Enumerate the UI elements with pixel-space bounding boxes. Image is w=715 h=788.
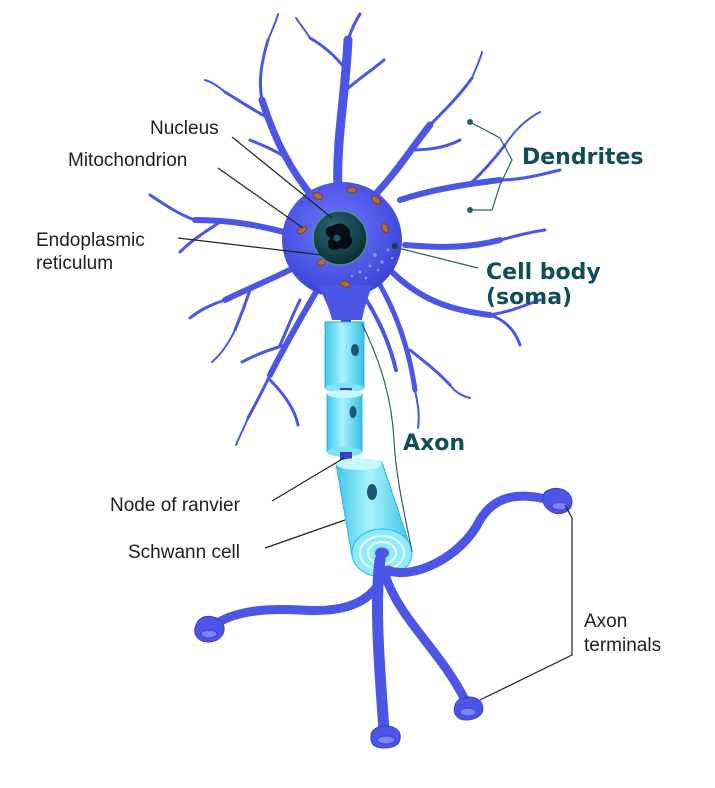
labels: Nucleus Mitochondrion Endoplasmic reticu… xyxy=(36,118,661,656)
label-soma: (soma) xyxy=(486,285,572,310)
endoplasmic-reticulum xyxy=(350,248,394,280)
label-axon-terminals-line1: Axon xyxy=(584,611,627,632)
leader-lines xyxy=(177,119,573,701)
label-mitochondrion: Mitochondrion xyxy=(68,150,187,171)
label-schwann-cell: Schwann cell xyxy=(128,542,240,563)
dendrites xyxy=(148,12,562,446)
nucleus xyxy=(312,210,368,266)
label-axon-terminals-line2: terminals xyxy=(584,635,661,656)
axon-terminal-boutons xyxy=(194,487,573,749)
mitochondria xyxy=(297,186,390,288)
axon xyxy=(324,320,413,578)
label-node-of-ranvier: Node of ranvier xyxy=(110,495,241,516)
myelin-sheath-segment xyxy=(326,390,363,457)
myelin-sheath-segment xyxy=(324,321,365,393)
cell-body-pointer-dot xyxy=(392,243,398,249)
label-nucleus: Nucleus xyxy=(150,118,219,139)
label-axon: Axon xyxy=(403,431,465,456)
cell-body xyxy=(282,182,402,320)
label-dendrites: Dendrites xyxy=(522,145,644,170)
axon-terminals xyxy=(205,491,555,736)
label-reticulum: reticulum xyxy=(36,253,113,274)
schwann-cell xyxy=(335,458,413,578)
label-endoplasmic: Endoplasmic xyxy=(36,230,145,251)
label-cell-body: Cell body xyxy=(486,260,601,285)
